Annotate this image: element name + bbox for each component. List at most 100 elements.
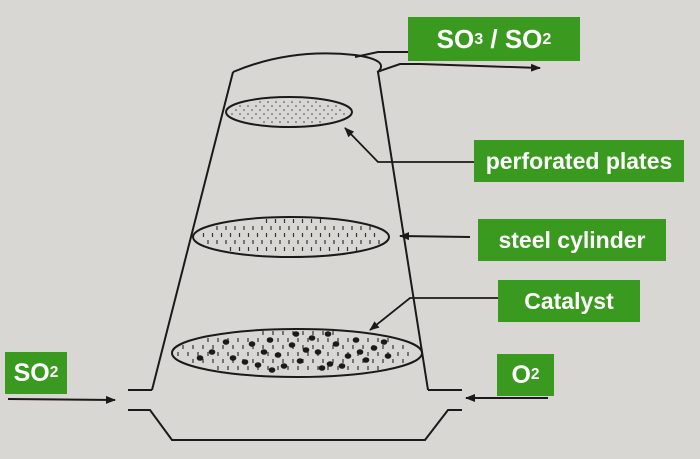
perforation xyxy=(299,101,301,103)
perforation xyxy=(243,109,245,111)
perforation xyxy=(259,109,261,111)
perforation xyxy=(339,109,341,111)
catalyst-leader xyxy=(369,297,500,331)
catalyst-pellet xyxy=(380,339,388,345)
perforation xyxy=(243,117,245,119)
perforation xyxy=(323,109,325,111)
perforation xyxy=(263,113,265,115)
perforation xyxy=(275,109,277,111)
perforation xyxy=(239,105,241,107)
perforation xyxy=(287,121,289,123)
perforation xyxy=(275,117,277,119)
catalyst-pellet xyxy=(302,347,310,353)
perforation xyxy=(247,113,249,115)
perforation xyxy=(283,109,285,111)
perforation xyxy=(303,121,305,123)
perforation xyxy=(267,109,269,111)
perforation xyxy=(315,117,317,119)
catalyst-pellet xyxy=(248,341,256,347)
catalyst-pellet xyxy=(222,339,230,345)
perforation xyxy=(287,113,289,115)
catalyst-pellets xyxy=(196,331,392,373)
perforation xyxy=(279,113,281,115)
catalyst-pellet xyxy=(254,362,262,368)
so2-inlet-label-main: SO xyxy=(13,358,50,387)
outlet-pipe xyxy=(354,51,420,73)
catalyst-pellet xyxy=(308,335,316,341)
catalyst-pellet xyxy=(296,358,304,364)
catalyst-label: Catalyst xyxy=(498,280,640,322)
perforation xyxy=(263,105,265,107)
catalyst-pellet xyxy=(196,355,204,361)
perforation xyxy=(315,101,317,103)
perforation xyxy=(259,117,261,119)
catalyst-pellet xyxy=(274,352,282,358)
perforated-plate-top xyxy=(225,96,353,128)
perforation xyxy=(343,113,345,115)
catalyst-pellet xyxy=(208,349,216,355)
catalyst-pellet xyxy=(318,365,326,371)
perforation xyxy=(307,117,309,119)
perforation xyxy=(319,105,321,107)
outlet-arrow xyxy=(419,63,541,72)
perforated-plates-label: perforated plates xyxy=(474,140,684,182)
perforated-plates-leader xyxy=(344,127,474,163)
catalyst-pellet xyxy=(241,359,249,365)
perforation xyxy=(291,101,293,103)
vessel-base xyxy=(128,389,462,441)
perforation xyxy=(247,105,249,107)
perforated-plate-middle xyxy=(192,216,390,258)
catalyst-pellet xyxy=(352,337,360,343)
perforation xyxy=(287,105,289,107)
perforation xyxy=(255,105,257,107)
perforation xyxy=(251,109,253,111)
catalyst-pellet xyxy=(292,331,300,337)
perforation xyxy=(267,117,269,119)
catalyst-pellet xyxy=(370,345,378,351)
catalyst-pellet xyxy=(326,361,334,367)
perforation xyxy=(263,121,265,123)
perforation xyxy=(323,117,325,119)
catalyst-pellet xyxy=(266,337,274,343)
vessel-top-dome xyxy=(232,52,383,73)
perforation xyxy=(295,113,297,115)
perforation xyxy=(295,105,297,107)
catalyst-pellet xyxy=(260,349,268,355)
catalyst-pellet xyxy=(332,341,340,347)
catalyst-pellet xyxy=(324,331,332,337)
catalyst-bed xyxy=(171,328,423,378)
perforation xyxy=(283,101,285,103)
perforation xyxy=(307,109,309,111)
perforation xyxy=(307,101,309,103)
perforation xyxy=(319,113,321,115)
vessel-right-wall xyxy=(377,71,429,391)
catalyst-pellet xyxy=(268,367,276,373)
perforation xyxy=(259,101,261,103)
perforation xyxy=(311,105,313,107)
perforation xyxy=(335,113,337,115)
perforation xyxy=(271,105,273,107)
catalyst-pellet xyxy=(338,363,346,369)
perforation xyxy=(315,109,317,111)
perforation xyxy=(271,113,273,115)
perforation xyxy=(239,113,241,115)
perforation xyxy=(335,105,337,107)
perforation xyxy=(279,121,281,123)
catalyst-pellet xyxy=(384,353,392,359)
steel-cylinder-leader xyxy=(399,232,471,241)
perforation xyxy=(251,117,253,119)
catalyst-pellet xyxy=(362,357,370,363)
catalyst-pellet xyxy=(229,355,237,361)
catalyst-pellet xyxy=(314,349,322,355)
so2-inlet-arrow xyxy=(7,395,116,404)
perforation xyxy=(231,113,233,115)
perforation xyxy=(299,109,301,111)
perforation xyxy=(311,113,313,115)
o2-inlet-label-main: O xyxy=(511,360,531,389)
perforation xyxy=(295,121,297,123)
converter-vessel xyxy=(128,51,462,441)
perforation xyxy=(327,113,329,115)
perforation xyxy=(303,105,305,107)
